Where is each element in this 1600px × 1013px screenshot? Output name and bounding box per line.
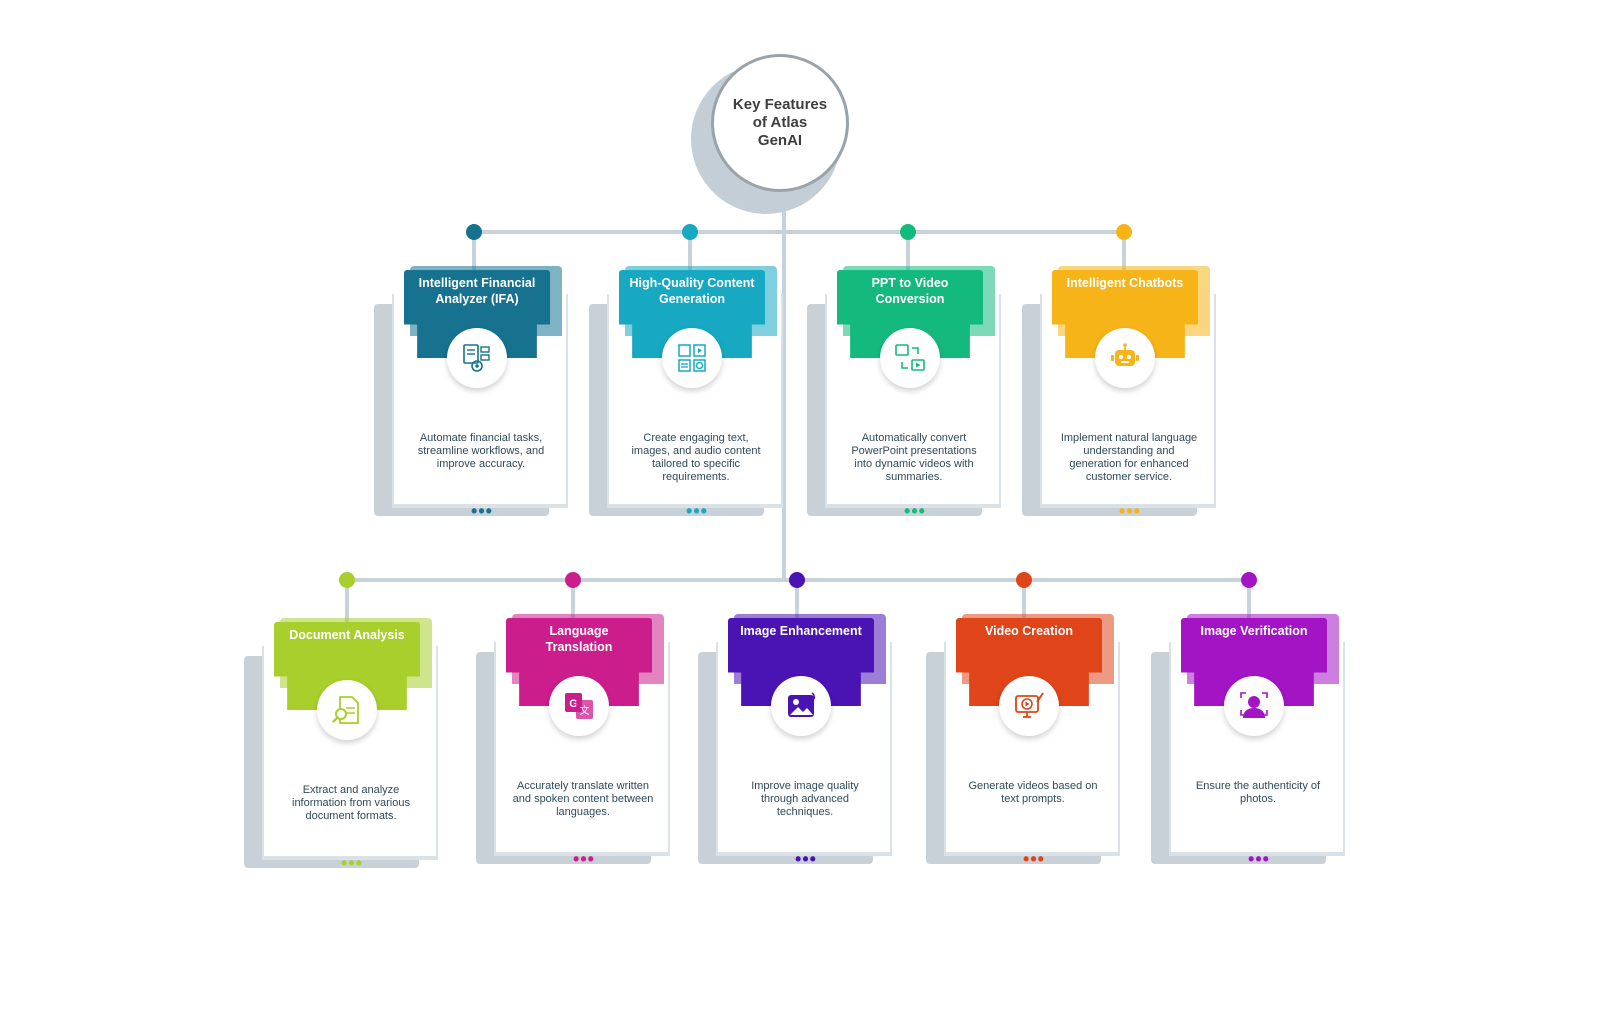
more-dots[interactable]: ••• xyxy=(1248,849,1270,869)
feature-card-document-analysis[interactable]: Extract and analyze information from var… xyxy=(244,618,446,873)
feature-title: Video Creation xyxy=(985,624,1073,638)
feature-description: Create engaging text, images, and audio … xyxy=(631,432,761,483)
feature-card-content-generation[interactable]: Create engaging text, images, and audio … xyxy=(589,266,791,521)
more-dots[interactable]: ••• xyxy=(795,849,817,869)
more-dots[interactable]: ••• xyxy=(1119,501,1141,521)
document-analysis-icon xyxy=(317,680,377,740)
junction-dot xyxy=(1116,224,1132,240)
more-dots[interactable]: ••• xyxy=(573,849,595,869)
junction-dot xyxy=(682,224,698,240)
feature-description: Implement natural language understanding… xyxy=(1060,432,1198,483)
junction-dot xyxy=(466,224,482,240)
feature-description: Improve image quality through advanced t… xyxy=(751,780,859,818)
feature-description: Generate videos based on text prompts. xyxy=(968,780,1098,805)
feature-card-image-verification[interactable]: Ensure the authenticity of photos. ••• I… xyxy=(1151,614,1353,869)
more-dots[interactable]: ••• xyxy=(904,501,926,521)
financial-analyzer-icon xyxy=(447,328,507,388)
feature-description: Automate financial tasks, streamline wor… xyxy=(417,432,545,470)
feature-card-ifa[interactable]: Automate financial tasks, streamline wor… xyxy=(374,266,576,521)
junction-dot xyxy=(900,224,916,240)
junction-dot xyxy=(789,572,805,588)
video-creation-icon xyxy=(999,676,1059,736)
feature-title: Intelligent Chatbots xyxy=(1066,276,1184,290)
feature-title: Language Translation xyxy=(545,624,613,654)
feature-card-video-creation[interactable]: Generate videos based on text prompts. •… xyxy=(926,614,1128,869)
more-dots[interactable]: ••• xyxy=(341,853,363,873)
feature-card-chatbots[interactable]: Implement natural language understanding… xyxy=(1022,266,1224,521)
image-verification-icon xyxy=(1224,676,1284,736)
svg-text:文: 文 xyxy=(580,704,590,717)
feature-description: Extract and analyze information from var… xyxy=(292,784,410,822)
feature-title: Intelligent Financial Analyzer (IFA) xyxy=(418,276,536,306)
feature-description: Ensure the authenticity of photos. xyxy=(1195,780,1321,805)
feature-title: PPT to Video Conversion xyxy=(871,276,949,306)
feature-card-ppt-to-video[interactable]: Automatically convert PowerPoint present… xyxy=(807,266,1009,521)
junction-dot xyxy=(565,572,581,588)
feature-card-image-enhancement[interactable]: Improve image quality through advanced t… xyxy=(698,614,900,869)
feature-title: Image Enhancement xyxy=(740,624,862,638)
more-dots[interactable]: ••• xyxy=(1023,849,1045,869)
hub-circle: Key Features of Atlas GenAI xyxy=(711,54,849,192)
junction-dot xyxy=(1016,572,1032,588)
feature-description: Automatically convert PowerPoint present… xyxy=(851,432,977,483)
chatbot-icon xyxy=(1095,328,1155,388)
more-dots[interactable]: ••• xyxy=(471,501,493,521)
junction-dot xyxy=(1241,572,1257,588)
image-enhancement-icon xyxy=(771,676,831,736)
more-dots[interactable]: ••• xyxy=(686,501,708,521)
ppt-to-video-icon xyxy=(880,328,940,388)
hub-title: Key Features of Atlas GenAI xyxy=(732,96,828,149)
content-generation-icon xyxy=(662,328,722,388)
feature-description: Accurately translate written and spoken … xyxy=(512,780,654,818)
junction-dot xyxy=(339,572,355,588)
feature-title: Image Verification xyxy=(1200,624,1308,638)
hub: Key Features of Atlas GenAI xyxy=(691,54,849,214)
feature-card-language-translation[interactable]: Accurately translate written and spoken … xyxy=(476,614,678,869)
feature-title: High-Quality Content Generation xyxy=(629,276,755,306)
svg-text:G: G xyxy=(569,698,578,710)
feature-title: Document Analysis xyxy=(289,628,405,642)
